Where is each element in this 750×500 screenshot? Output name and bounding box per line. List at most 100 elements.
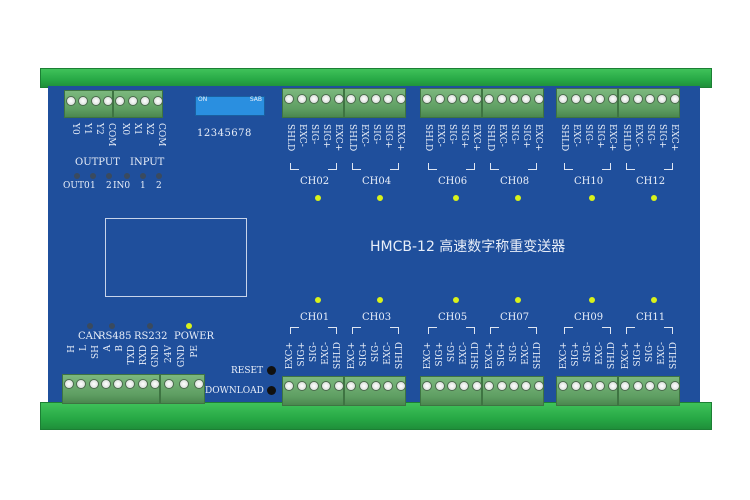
terminal-screw[interactable] [645,94,655,104]
terminal-screw[interactable] [595,381,606,391]
terminal-screw[interactable] [533,381,544,391]
power-terminal-block[interactable] [160,374,205,404]
terminal-screw[interactable] [669,94,680,104]
terminal-screw[interactable] [90,96,101,106]
terminal-screw[interactable] [395,381,406,391]
terminal-screw[interactable] [447,94,457,104]
terminal-screw[interactable] [358,94,369,104]
terminal-screw[interactable] [358,381,369,391]
terminal-screw[interactable] [595,94,606,104]
terminal-screw[interactable] [558,94,569,104]
terminal-screw[interactable] [309,94,319,104]
terminal-screw[interactable] [193,379,204,389]
terminal-screw[interactable] [521,381,532,391]
terminal-screw[interactable] [657,381,668,391]
terminal-screw[interactable] [521,94,532,104]
terminal-screw[interactable] [422,94,433,104]
terminal-screw[interactable] [496,94,507,104]
bottom-channel-terminal-CH05[interactable] [420,376,482,406]
terminal-screw[interactable] [78,96,89,106]
channel-label: CH12 [636,176,666,187]
terminal-screw[interactable] [321,381,332,391]
terminal-screw[interactable] [66,96,77,106]
terminal-screw[interactable] [422,381,433,391]
terminal-screw[interactable] [607,94,618,104]
terminal-screw[interactable] [333,94,344,104]
terminal-screw[interactable] [583,94,593,104]
terminal-screw[interactable] [669,381,680,391]
terminal-screw[interactable] [64,379,75,389]
terminal-screw[interactable] [321,94,332,104]
terminal-screw[interactable] [645,381,655,391]
terminal-screw[interactable] [383,94,394,104]
terminal-screw[interactable] [459,94,470,104]
reset-button[interactable] [267,366,276,375]
terminal-screw[interactable] [296,94,307,104]
terminal-screw[interactable] [309,381,319,391]
terminal-screw[interactable] [496,381,507,391]
terminal-screw[interactable] [296,381,307,391]
terminal-screw[interactable] [447,381,457,391]
bottom-channel-terminal-CH09[interactable] [556,376,618,406]
terminal-screw[interactable] [152,96,163,106]
terminal-screw[interactable] [284,381,295,391]
terminal-screw[interactable] [570,381,581,391]
terminal-screw[interactable] [284,94,295,104]
terminal-screw[interactable] [632,94,643,104]
terminal-screw[interactable] [471,381,482,391]
terminal-screw[interactable] [346,381,357,391]
terminal-screw[interactable] [102,96,113,106]
terminal-screw[interactable] [583,381,593,391]
top-channel-terminal-CH02[interactable] [282,88,344,118]
terminal-screw[interactable] [127,96,138,106]
input-terminal-block[interactable] [113,90,163,118]
terminal-screw[interactable] [163,379,174,389]
terminal-screw[interactable] [471,94,482,104]
bottom-channel-terminal-CH03[interactable] [344,376,406,406]
terminal-screw[interactable] [434,381,445,391]
terminal-screw[interactable] [115,96,126,106]
terminal-screw[interactable] [76,379,87,389]
terminal-screw[interactable] [137,379,148,389]
top-channel-terminal-CH10[interactable] [556,88,618,118]
terminal-screw[interactable] [113,379,124,389]
terminal-screw[interactable] [371,94,381,104]
terminal-screw[interactable] [632,381,643,391]
terminal-screw[interactable] [509,381,519,391]
bottom-channel-terminal-CH07[interactable] [482,376,544,406]
terminal-screw[interactable] [395,94,406,104]
terminal-screw[interactable] [140,96,151,106]
terminal-screw[interactable] [620,94,631,104]
terminal-screw[interactable] [346,94,357,104]
terminal-screw[interactable] [125,379,136,389]
top-channel-terminal-CH08[interactable] [482,88,544,118]
top-channel-terminal-CH04[interactable] [344,88,406,118]
bottom-channel-terminal-CH01[interactable] [282,376,344,406]
channel-label: CH08 [500,176,530,187]
terminal-screw[interactable] [657,94,668,104]
terminal-screw[interactable] [484,381,495,391]
terminal-screw[interactable] [533,94,544,104]
terminal-screw[interactable] [607,381,618,391]
terminal-screw[interactable] [509,94,519,104]
terminal-screw[interactable] [434,94,445,104]
download-button[interactable] [267,386,276,395]
terminal-screw[interactable] [88,379,99,389]
dip-switch[interactable]: ON SAB [195,96,265,116]
terminal-screw[interactable] [149,379,160,389]
terminal-screw[interactable] [371,381,381,391]
top-channel-terminal-CH06[interactable] [420,88,482,118]
bottom-channel-terminal-CH11[interactable] [618,376,680,406]
output-terminal-block[interactable] [64,90,113,118]
terminal-screw[interactable] [620,381,631,391]
terminal-screw[interactable] [558,381,569,391]
terminal-screw[interactable] [100,379,111,389]
terminal-screw[interactable] [383,381,394,391]
top-channel-terminal-CH12[interactable] [618,88,680,118]
terminal-screw[interactable] [459,381,470,391]
terminal-screw[interactable] [333,381,344,391]
terminal-screw[interactable] [570,94,581,104]
comm-terminal-block[interactable] [62,374,160,404]
terminal-screw[interactable] [178,379,189,389]
terminal-screw[interactable] [484,94,495,104]
